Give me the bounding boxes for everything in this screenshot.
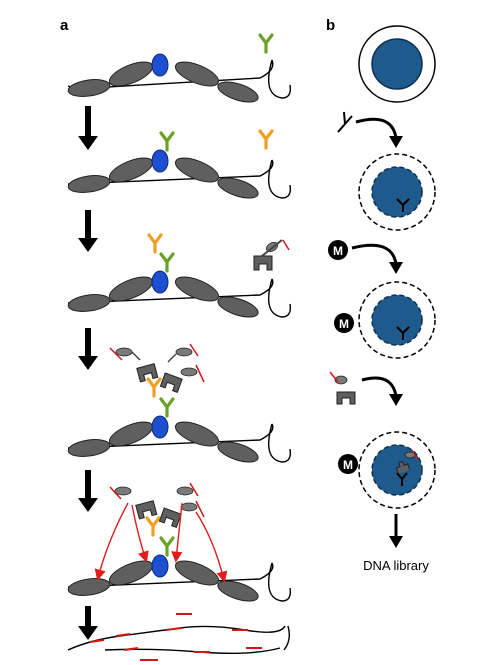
target-protein (151, 554, 169, 578)
nucleosome (67, 175, 111, 193)
cell-labeled: M (334, 281, 436, 359)
protein-a-tn5-icon (329, 371, 356, 405)
nucleosome (217, 81, 259, 103)
nucleosome (174, 421, 220, 447)
protein-a-tn5-icon (109, 482, 205, 528)
nucleosome (217, 177, 259, 199)
chromatin-row-1 (67, 33, 292, 103)
nucleosome (67, 439, 111, 457)
chromatin-row-3 (67, 233, 292, 318)
curved-arrow-icon (355, 117, 398, 139)
nucleosome (174, 157, 220, 183)
primary-antibody-icon (258, 33, 274, 54)
curved-arrow-icon (94, 502, 228, 583)
panel-a-label: a (60, 17, 69, 34)
chromatin-row-5 (67, 482, 292, 602)
cell-intact (358, 25, 436, 103)
cell-tagmented: M (338, 431, 436, 509)
label-marker: M (328, 240, 348, 260)
primary-antibody-icon (159, 397, 175, 418)
target-protein (151, 53, 169, 77)
chromatin-row-4 (67, 343, 292, 463)
nucleosome (67, 578, 111, 596)
nucleosome (174, 276, 220, 302)
nucleosome (67, 294, 111, 312)
marker-label: M (333, 244, 343, 258)
target-protein (151, 270, 169, 294)
chromatin-row-2 (67, 129, 292, 199)
dna-fragments (67, 613, 291, 661)
secondary-antibody-icon (145, 516, 161, 537)
protein-a-tn5-icon (253, 239, 290, 271)
target-protein (151, 149, 169, 173)
secondary-antibody-icon (147, 233, 163, 254)
marker-label: M (343, 458, 353, 472)
primary-antibody-icon (159, 131, 175, 152)
cell-permeabilized (358, 153, 436, 231)
nucleosome (174, 61, 220, 87)
curved-arrow-icon (351, 243, 398, 265)
nucleosome (217, 580, 259, 602)
protein-a-tn5-icon (109, 343, 205, 393)
nucleosome (217, 296, 259, 318)
nucleosome (67, 79, 111, 97)
nucleosome (174, 560, 220, 586)
primary-antibody-icon (159, 536, 175, 557)
secondary-antibody-icon (146, 377, 162, 398)
curved-arrow-icon (361, 376, 398, 397)
marker-label: M (339, 317, 349, 331)
primary-antibody-icon (159, 252, 175, 273)
dna-library-caption: DNA library (363, 558, 429, 573)
target-protein (151, 415, 169, 439)
antibody-y-icon (337, 111, 353, 133)
nucleosome (217, 441, 259, 463)
secondary-antibody-icon (258, 129, 274, 150)
panel-b-label: b (326, 17, 335, 34)
